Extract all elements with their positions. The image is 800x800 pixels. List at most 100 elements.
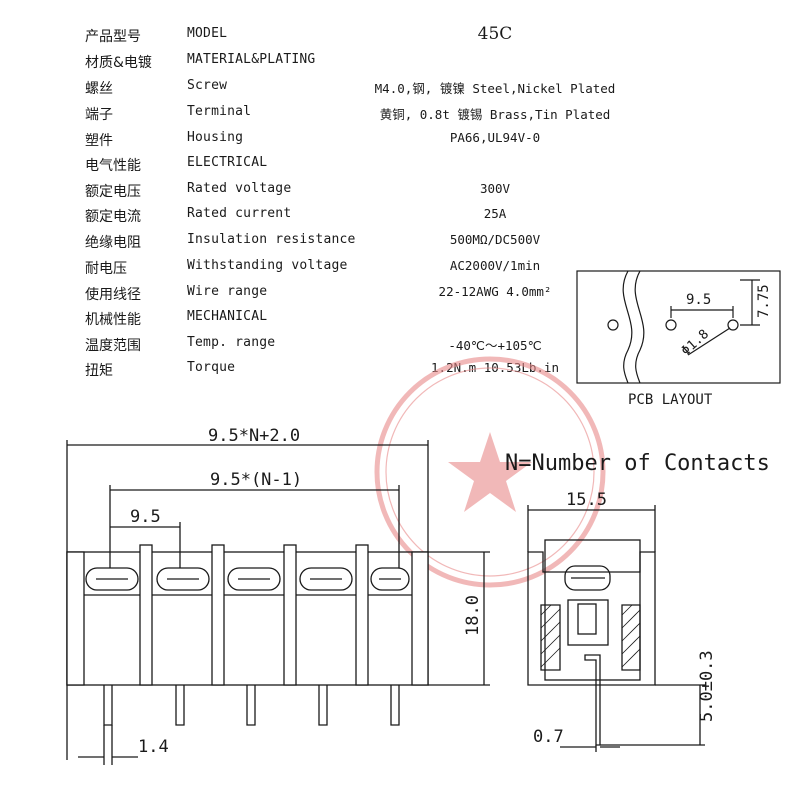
spec-label-cn: 温度范围 <box>85 338 141 354</box>
spec-value: 黄铜, 0.8t 镀锡 Brass,Tin Plated <box>379 107 611 122</box>
overall-width-label: 9.5*N+2.0 <box>208 426 300 446</box>
spec-label-cn: 螺丝 <box>85 81 113 97</box>
pitch-span-label: 9.5*(N-1) <box>210 470 302 490</box>
pcb-hole <box>665 319 677 331</box>
spec-label-cn: 额定电压 <box>85 184 141 200</box>
spec-row: 材质&电镀 MATERIAL&PLATING <box>0 52 800 76</box>
pin-thickness-label: 0.7 <box>533 727 564 747</box>
pcb-layout-view <box>576 270 781 384</box>
barrier <box>139 544 153 686</box>
pcb-hole <box>607 319 619 331</box>
spec-row: 产品型号 MODEL 45C <box>0 24 800 50</box>
spec-label-cn: 材质&电镀 <box>85 55 152 71</box>
pin-length-label: 5.0±0.3 <box>697 650 717 722</box>
barrier <box>283 544 297 686</box>
spec-label-en: Screw <box>187 78 228 93</box>
spec-label-en: Housing <box>187 130 244 145</box>
spec-row: 使用线径 Wire range 22-12AWG 4.0mm² <box>0 284 800 308</box>
side-screw-core <box>577 603 597 635</box>
pcb-dia-leader <box>687 327 731 356</box>
spec-row: 耐电压 Withstanding voltage AC2000V/1min <box>0 258 800 282</box>
barrier <box>211 544 225 686</box>
side-terminal <box>540 604 561 671</box>
watermark-seal <box>374 356 606 588</box>
hatch <box>621 648 641 668</box>
spec-label-en: Wire range <box>187 284 268 299</box>
hatch <box>540 608 561 629</box>
spec-label-cn: 机械性能 <box>85 312 141 328</box>
hatch <box>540 647 561 668</box>
spec-label-en: ELECTRICAL <box>187 155 268 170</box>
barrier <box>355 544 369 686</box>
spec-value: 45C <box>477 24 513 44</box>
spec-row: 额定电流 Rated current 25A <box>0 206 800 230</box>
spec-value: M4.0,钢, 镀镍 Steel,Nickel Plated <box>374 81 616 96</box>
watermark-ring <box>374 356 606 588</box>
pcb-layout-caption: PCB LAYOUT <box>628 392 713 408</box>
pin-width-label: 1.4 <box>138 737 169 757</box>
side-screw-head <box>564 565 611 591</box>
front-barriers <box>66 544 429 686</box>
hatch <box>621 635 641 655</box>
pcb-break-line <box>634 270 645 384</box>
spec-row: 额定电压 Rated voltage 300V <box>0 181 800 205</box>
spec-label-cn: 塑件 <box>85 133 113 149</box>
side-terminal <box>621 604 641 671</box>
side-pin <box>584 654 601 746</box>
pcb-pitch-label: 9.5 <box>686 292 711 308</box>
pitch-label: 9.5 <box>130 507 161 527</box>
spec-label-en: MATERIAL&PLATING <box>187 52 316 67</box>
spec-row: 端子 Terminal 黄铜, 0.8t 镀锡 Brass,Tin Plated <box>0 104 800 128</box>
side-width-label: 15.5 <box>566 490 607 510</box>
hatch <box>621 622 641 642</box>
pcb-hole <box>727 319 739 331</box>
pin <box>246 685 256 726</box>
spec-label-cn: 使用线径 <box>85 287 141 303</box>
spec-value: 22-12AWG 4.0mm² <box>438 284 552 299</box>
height-label: 18.0 <box>463 595 483 636</box>
spec-label-cn: 端子 <box>85 107 113 123</box>
pin <box>175 685 185 726</box>
spec-row: 温度范围 Temp. range -40℃～+105℃ <box>0 335 800 359</box>
spec-label-cn: 产品型号 <box>85 29 141 45</box>
barrier <box>66 551 85 686</box>
pin <box>390 685 400 726</box>
spec-label-en: Temp. range <box>187 335 276 350</box>
pin <box>318 685 328 726</box>
spec-label-en: Insulation resistance <box>187 232 356 247</box>
spec-label-en: Withstanding voltage <box>187 258 348 273</box>
spec-label-en: Rated voltage <box>187 181 292 196</box>
spec-label-cn: 扭矩 <box>85 363 113 379</box>
pcb-break-line <box>622 270 633 384</box>
side-screw-body <box>567 599 609 646</box>
spec-row: 塑件 Housing PA66,UL94V-0 <box>0 130 800 154</box>
hatch <box>540 604 552 616</box>
side-hatching <box>540 604 641 668</box>
spec-label-cn: 额定电流 <box>85 209 141 225</box>
side-housing <box>527 551 656 686</box>
spec-value: -40℃～+105℃ <box>448 338 542 353</box>
spec-label-en: Rated current <box>187 206 292 221</box>
spec-value: 300V <box>479 181 511 196</box>
hatch <box>621 609 641 629</box>
spec-value: PA66,UL94V-0 <box>449 130 541 145</box>
spec-value: 25A <box>483 206 507 221</box>
spec-label-cn: 耐电压 <box>85 261 127 277</box>
spec-value: AC2000V/1min <box>449 258 541 273</box>
spec-label-en: Torque <box>187 360 236 375</box>
watermark-ring-inner <box>385 367 595 577</box>
hatch <box>540 621 561 642</box>
pcb-layout-frame <box>576 270 781 384</box>
pcb-offset-label: 7.75 <box>756 284 772 318</box>
spec-label-en: MECHANICAL <box>187 309 268 324</box>
spec-value: 500MΩ/DC500V <box>449 232 541 247</box>
spec-label-cn: 电气性能 <box>85 158 141 174</box>
spec-row: 机械性能 MECHANICAL <box>0 309 800 333</box>
contacts-legend: N=Number of Contacts <box>505 451 770 476</box>
spec-row: 电气性能 ELECTRICAL <box>0 155 800 179</box>
hatch <box>621 604 633 616</box>
front-pins <box>78 685 400 765</box>
watermark-star <box>448 432 532 512</box>
front-screws <box>85 567 410 591</box>
